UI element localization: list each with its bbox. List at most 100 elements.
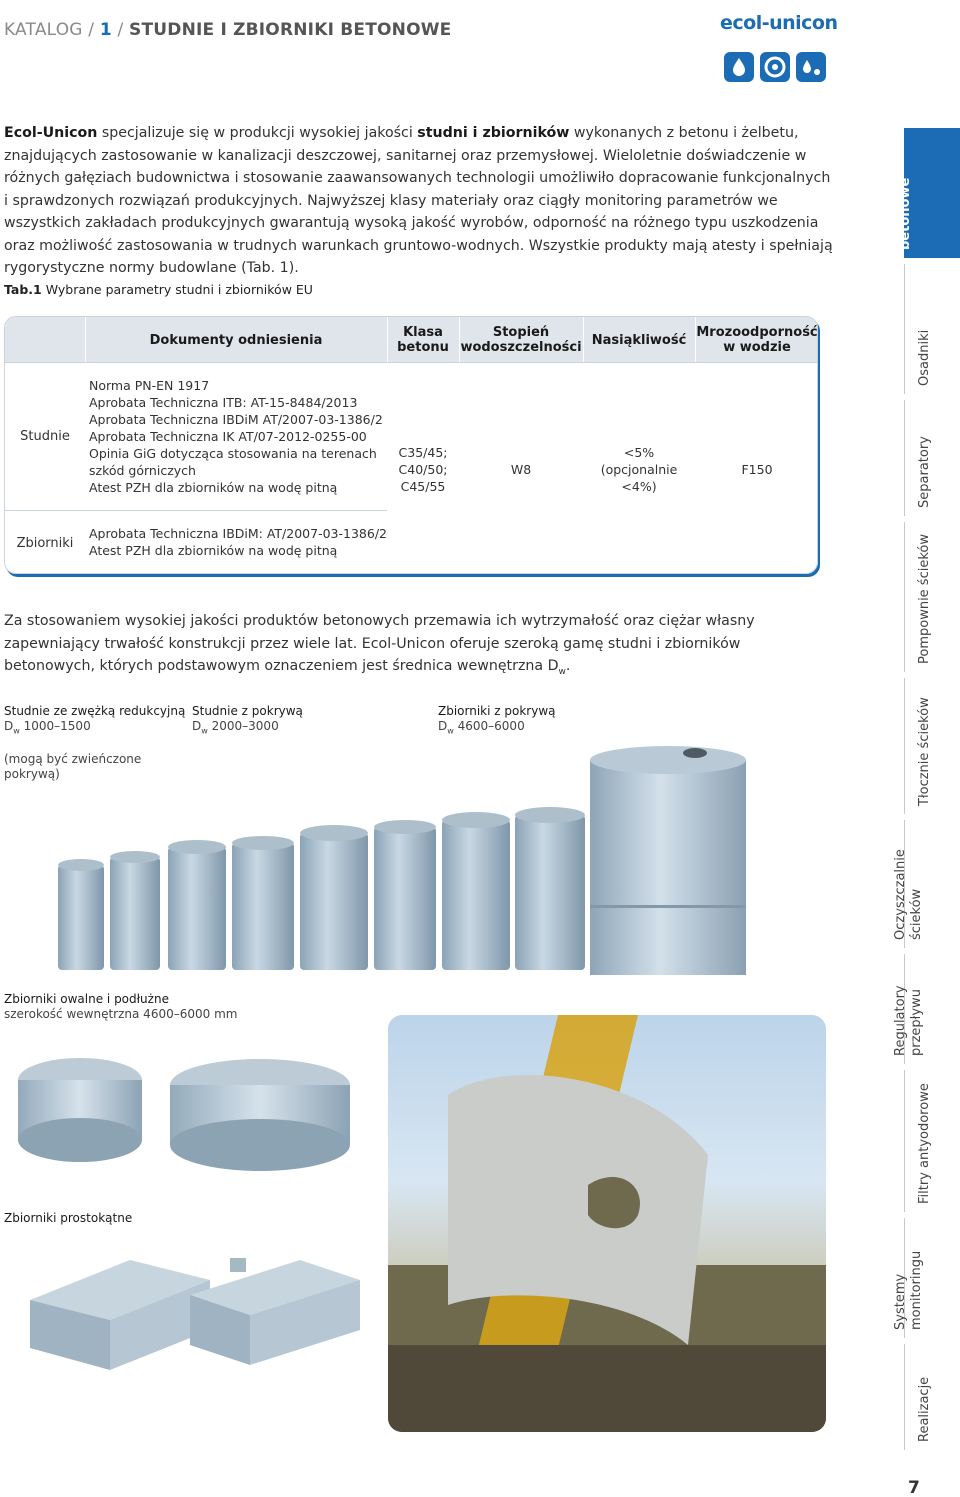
page-header: KATALOG / 1 / STUDNIE I ZBIORNIKI BETONO… (0, 0, 960, 92)
table-caption-text: Wybrane parametry studni i zbiorników EU (41, 282, 313, 297)
concrete-class-line: C35/45; (398, 445, 448, 460)
caption-dimension: 4600–6000 (457, 719, 525, 733)
logo-wordmark: ecol-unicon (720, 12, 838, 34)
tab-label: Separatory (917, 436, 932, 508)
tab-label: ścieków (909, 888, 924, 940)
installation-photo (388, 1015, 826, 1432)
caption-zbiorniki-prostokatne: Zbiorniki prostokątne (4, 1211, 132, 1226)
d-letter: D (192, 719, 202, 733)
tab-pompownie[interactable]: Pompownie ścieków (904, 522, 960, 672)
tab-separatory[interactable]: Separatory (904, 400, 960, 516)
caption-dimension: 2000–3000 (211, 719, 279, 733)
table-caption-number: Tab.1 (4, 282, 42, 297)
document-line: Atest PZH dla zbiorników na wodę pitną (89, 480, 338, 495)
intro-text-a: specjalizuje się w produkcji wysokiej ja… (97, 125, 418, 141)
body-paragraph: Za stosowaniem wysokiej jakości produktó… (4, 610, 834, 683)
breadcrumb-separator: / (117, 20, 124, 40)
d-letter: D (438, 719, 448, 733)
catalog-breadcrumb: KATALOG / 1 / STUDNIE I ZBIORNIKI BETONO… (4, 20, 451, 40)
document-line: Aprobata Techniczna IBDiM: AT/2007-03-13… (89, 526, 387, 541)
catalog-label: KATALOG / (4, 20, 95, 40)
wells-illustration (58, 746, 746, 975)
oval-tanks-illustration (18, 1058, 350, 1171)
absorbability-line: (opcjonalnie (600, 462, 678, 477)
frost-resistance-value: F150 (741, 462, 773, 477)
intro-text-b: wykonanych z betonu i żelbetu, znajdując… (4, 125, 833, 276)
drops-icon (796, 52, 826, 82)
caption-dimension: szerokość wewnętrzna 4600–6000 mm (4, 1007, 238, 1021)
caption-note: (mogą być zwieńczone (4, 752, 142, 767)
document-line: Aprobata Techniczna ITB: AT-15-8484/2013 (89, 395, 358, 410)
d-subscript: w (201, 726, 208, 736)
concrete-class-value: C35/45; C40/50; C45/55 (387, 444, 459, 495)
caption-studnie-zwezka: Studnie ze zwężką redukcyjną Dw 1000–150… (4, 704, 185, 782)
brand-name: Ecol-Unicon (4, 125, 98, 141)
row-label-zbiorniki: Zbiorniki (16, 535, 74, 551)
tab-realizacje[interactable]: Realizacje (904, 1344, 960, 1450)
caption-zbiorniki-owalne: Zbiorniki owalne i podłużne szerokość we… (4, 992, 237, 1022)
tab-label: Systemy (893, 1273, 908, 1330)
document-line: Aprobata Techniczna IBDiM AT/2007-03-138… (89, 412, 383, 427)
document-line: Aprobata Techniczna IK AT/07-2012-0255-0… (89, 429, 367, 444)
catalog-number: 1 (99, 20, 112, 40)
document-line: szkód górniczych (89, 463, 196, 478)
tab-label: Pompownie ścieków (917, 534, 932, 664)
page-number: 7 (908, 1478, 920, 1497)
caption-title: Zbiorniki owalne i podłużne (4, 992, 169, 1006)
tab-label: przepływu (909, 989, 924, 1056)
table-header-row (5, 317, 817, 363)
tab-label: Osadniki (917, 329, 932, 386)
ecol-unicon-logo: ecol-unicon (720, 12, 838, 82)
header-documents: Dokumenty odniesienia (149, 332, 323, 348)
caption-title: Zbiorniki prostokątne (4, 1211, 133, 1225)
concrete-class-line: C40/50; (398, 462, 448, 477)
caption-dimension: 1000–1500 (23, 719, 91, 733)
swirl-icon (760, 52, 790, 82)
row-label-studnie: Studnie (20, 429, 70, 444)
watertightness-value: W8 (510, 462, 532, 477)
document-line: Atest PZH dla zbiorników na wodę pitną (89, 543, 338, 558)
tab-label: Studnie i zbiorniki (882, 116, 897, 250)
tab-label: Filtry antyodorowe (917, 1083, 932, 1204)
tab-label: betonowe (898, 177, 913, 250)
absorbability-line: <5% (623, 445, 655, 460)
intro-paragraph: Ecol-Unicon specjalizuje się w produkcji… (4, 122, 834, 280)
caption-title: Studnie ze zwężką redukcyjną (4, 704, 186, 718)
tab-label: Realizacje (917, 1376, 932, 1442)
absorbability-line: <4%) (621, 479, 657, 494)
caption-note: pokrywą) (4, 767, 60, 782)
tab-label: Oczyszczalnie (893, 849, 908, 940)
tab-label: Tłocznie ścieków (917, 697, 932, 806)
rectangular-tanks-illustration (30, 1258, 360, 1370)
zbiorniki-documents: Aprobata Techniczna IBDiM: AT/2007-03-13… (89, 525, 387, 559)
tab-label: Regulatory (893, 985, 908, 1056)
caption-studnie-pokrywa: Studnie z pokrywą Dw 2000–3000 (192, 704, 303, 738)
tab-filtry[interactable]: Filtry antyodorowe (904, 1070, 960, 1212)
section-title: STUDNIE I ZBIORNIKI BETONOWE (129, 20, 452, 40)
d-letter: D (4, 719, 14, 733)
header-concrete-class: Klasa betonu (397, 325, 449, 355)
document-line: Norma PN-EN 1917 (89, 378, 210, 393)
period: . (565, 658, 571, 674)
concrete-class-line: C45/55 (400, 479, 446, 494)
caption-zbiorniki-pokrywa: Zbiorniki z pokrywą Dw 4600–6000 (438, 704, 556, 738)
absorbability-value: <5% (opcjonalnie <4%) (583, 444, 695, 495)
tab-osadniki[interactable]: Osadniki (904, 264, 960, 394)
document-line: Opinia GiG dotycząca stosowania na teren… (89, 446, 377, 461)
tab-tlocznie[interactable]: Tłocznie ścieków (904, 678, 960, 814)
header-absorbability: Nasiąkliwość (591, 332, 687, 348)
body-paragraph-text: Za stosowaniem wysokiej jakości produktó… (4, 613, 755, 674)
studnie-documents: Norma PN-EN 1917 Aprobata Techniczna ITB… (89, 377, 385, 496)
water-drop-icon (724, 52, 754, 82)
subscript: w (558, 666, 566, 677)
tab-label: monitoringu (909, 1250, 924, 1330)
header-frost-resistance: Mrozoodporność w wodzie (696, 325, 818, 355)
table-caption: Tab.1 Wybrane parametry studni i zbiorni… (4, 282, 313, 297)
d-subscript: w (13, 726, 20, 736)
intro-emphasis: studni i zbiorników (417, 125, 570, 141)
